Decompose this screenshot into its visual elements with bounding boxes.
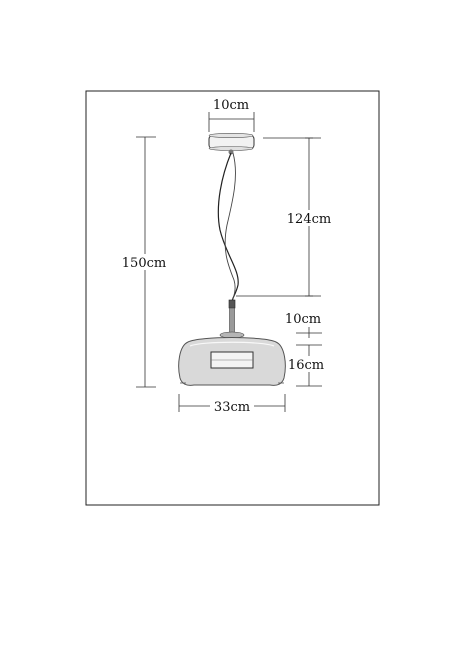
stem-length-label: 10cm [285, 312, 321, 327]
ceiling-canopy [208, 133, 255, 155]
total-height-label: 150cm [122, 256, 166, 271]
lamp-stem [219, 299, 245, 339]
glass-shade [178, 337, 286, 386]
drawing-frame [85, 90, 380, 506]
cable-length-label: 124cm [287, 212, 331, 227]
canopy-width-dimension: 10cm [208, 98, 255, 132]
canopy-width-label: 10cm [213, 98, 249, 113]
stem-length-dimension: 10cm [285, 312, 322, 338]
shade-height-dimension: 16cm [286, 344, 330, 387]
canopy-screw-icon [228, 149, 234, 155]
shade-width-dimension: 33cm [178, 394, 286, 415]
total-height-dimension: 150cm [120, 136, 168, 388]
cable-clamp-icon [228, 299, 236, 309]
shade-width-label: 33cm [214, 400, 250, 415]
cable-length-dimension: 124cm [236, 137, 332, 297]
shade-height-label: 16cm [288, 358, 324, 373]
suspension-cable [217, 152, 239, 303]
